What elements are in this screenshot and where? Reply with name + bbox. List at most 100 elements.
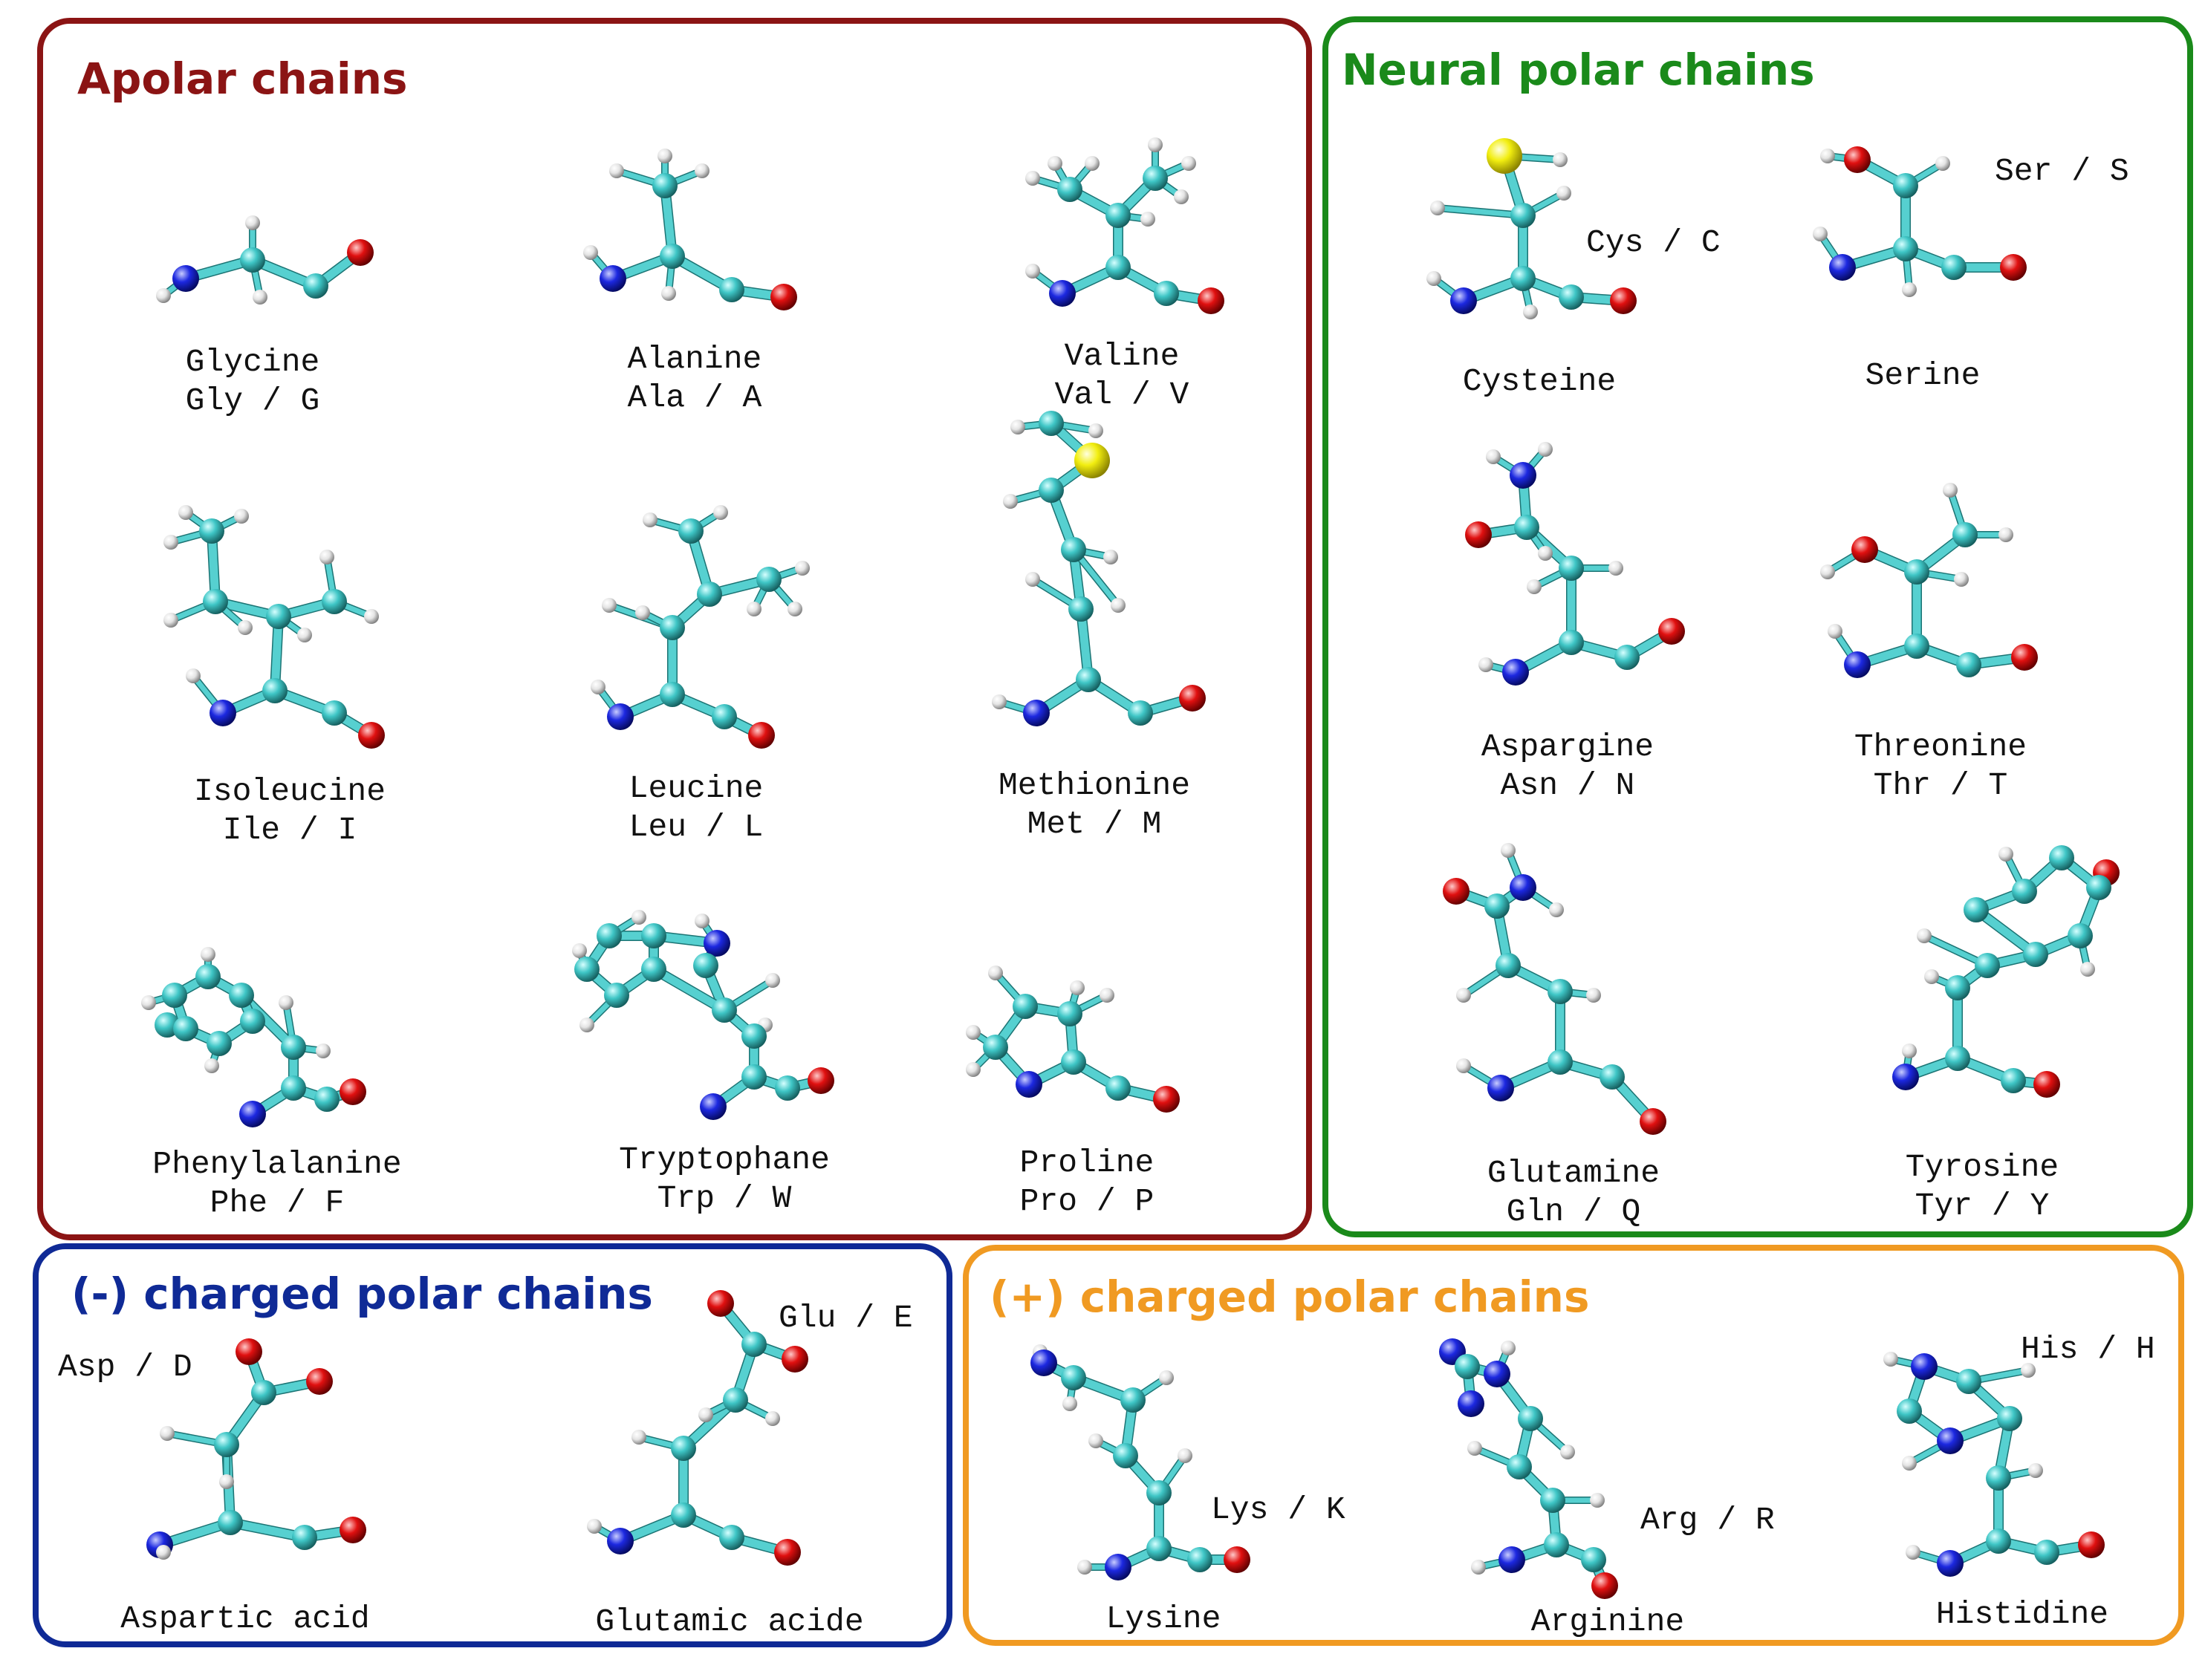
- tryptophane-nitrogen-atom: [704, 930, 730, 957]
- cysteine-nitrogen-atom: [1450, 287, 1477, 314]
- glutamic-acide-carbon-atom: [741, 1332, 767, 1357]
- glutamine-oxygen-atom: [1640, 1108, 1666, 1135]
- leucine-name: Leucine: [629, 770, 764, 807]
- leucine-hydrogen-atom: [591, 680, 605, 694]
- alanine-hydrogen-atom: [583, 245, 598, 260]
- valine-name: Valine: [1064, 338, 1180, 374]
- aspartic-acid-label: Aspartic acid: [120, 1600, 369, 1638]
- threonine-oxygen-atom: [1851, 536, 1878, 563]
- aspargine-hydrogen-atom: [1608, 561, 1623, 576]
- aspartic-acid-molecule-diagram: [146, 1338, 366, 1560]
- phenylalanine-hydrogen-atom: [204, 1058, 219, 1073]
- tyrosine-carbon-atom: [1945, 975, 1970, 1000]
- aspargine-carbon-atom: [1514, 515, 1539, 540]
- glutamic-acide-name: Glutamic acide: [595, 1604, 864, 1640]
- glutamic-acide-carbon-atom: [719, 1525, 744, 1550]
- aspargine-oxygen-atom: [1658, 618, 1685, 645]
- tryptophane-nitrogen-atom: [700, 1093, 727, 1120]
- histidine-carbon-atom: [1956, 1369, 1981, 1394]
- histidine-hydrogen-atom: [2028, 1463, 2043, 1478]
- serine-carbon-atom: [1941, 255, 1967, 280]
- methionine-hydrogen-atom: [1003, 494, 1018, 509]
- cysteine-oxygen-atom: [1610, 287, 1637, 314]
- tyrosine-hydrogen-atom: [2080, 962, 2095, 977]
- arginine-code: Arg / R: [1640, 1502, 1775, 1538]
- glutamine-molecule-diagram: [1443, 843, 1666, 1135]
- glycine-molecule-diagram: [156, 215, 374, 305]
- tryptophane-bond: [649, 965, 729, 1015]
- histidine-hydrogen-atom: [1883, 1352, 1898, 1367]
- alanine-hydrogen-atom: [661, 286, 676, 301]
- serine-nitrogen-atom: [1829, 254, 1856, 281]
- methionine-carbon-atom: [1039, 478, 1064, 503]
- cysteine-hydrogen-atom: [1523, 305, 1538, 319]
- tyrosine-carbon-atom: [2086, 875, 2111, 900]
- proline-carbon-atom: [983, 1035, 1008, 1060]
- valine-hydrogen-atom: [1048, 156, 1062, 171]
- isoleucine-carbon-atom: [203, 589, 228, 614]
- isoleucine-hydrogen-atom: [163, 535, 178, 550]
- arginine-nitrogen-atom: [1458, 1390, 1484, 1417]
- methionine-sulfur-atom: [1074, 443, 1110, 478]
- positive-polar-panel: [963, 1245, 2184, 1646]
- cysteine-carbon-atom: [1510, 203, 1536, 228]
- tyrosine-carbon-atom: [2012, 879, 2037, 904]
- leucine-molecule-diagram: [591, 505, 810, 749]
- isoleucine-hydrogen-atom: [186, 668, 201, 683]
- arginine-hydrogen-atom: [1467, 1441, 1482, 1456]
- cysteine-carbon-atom: [1510, 266, 1536, 291]
- tryptophane-molecule-diagram: [572, 910, 834, 1120]
- methionine-oxygen-atom: [1179, 685, 1206, 712]
- histidine-label: Histidine: [1936, 1595, 2108, 1634]
- methionine-carbon-atom: [1068, 596, 1094, 622]
- histidine-nitrogen-atom: [1937, 1550, 1964, 1577]
- tyrosine-oxygen-atom: [2033, 1071, 2060, 1098]
- valine-hydrogen-atom: [1025, 171, 1040, 186]
- tyrosine-hydrogen-atom: [1917, 928, 1932, 943]
- leucine-carbon-atom: [660, 615, 685, 640]
- tryptophane-name: Tryptophane: [619, 1142, 830, 1178]
- valine-code: Val / V: [1054, 377, 1189, 413]
- phenylalanine-hydrogen-atom: [279, 995, 293, 1010]
- tryptophane-code: Trp / W: [657, 1180, 792, 1217]
- tryptophane-carbon-atom: [604, 983, 629, 1008]
- aspargine-hydrogen-atom: [1538, 546, 1553, 561]
- cysteine-name: Cysteine: [1462, 363, 1617, 400]
- valine-carbon-atom: [1105, 255, 1131, 280]
- serine-carbon-atom: [1893, 236, 1918, 261]
- aspargine-name: Aspargine: [1481, 729, 1654, 765]
- isoleucine-carbon-atom: [322, 700, 347, 726]
- glutamic-acide-carbon-atom: [671, 1502, 696, 1528]
- cysteine-hydrogen-atom: [1553, 152, 1568, 167]
- glutamic-acide-hydrogen-atom: [587, 1519, 602, 1534]
- tyrosine-carbon-atom: [2068, 923, 2093, 948]
- tyrosine-hydrogen-atom: [1902, 1044, 1917, 1058]
- tyrosine-label: Tyrosine Tyr / Y: [1906, 1148, 2059, 1225]
- aspargine-hydrogen-atom: [1478, 657, 1493, 672]
- threonine-oxygen-atom: [2011, 644, 2038, 671]
- lysine-carbon-atom: [1187, 1547, 1212, 1572]
- lysine-carbon-atom: [1113, 1443, 1138, 1468]
- aspargine-carbon-atom: [1614, 645, 1640, 670]
- threonine-carbon-atom: [1904, 634, 1929, 659]
- valine-label: Valine Val / V: [1055, 337, 1189, 414]
- aspartic-acid-hydrogen-atom: [160, 1426, 175, 1441]
- isoleucine-carbon-atom: [199, 518, 224, 544]
- proline-carbon-atom: [1061, 1049, 1086, 1075]
- threonine-molecule-diagram: [1820, 483, 2038, 678]
- glutamic-acide-carbon-atom: [671, 1436, 696, 1461]
- alanine-label: Alanine Ala / A: [628, 340, 762, 417]
- aspargine-oxygen-atom: [1465, 521, 1492, 548]
- aspargine-carbon-atom: [1559, 630, 1584, 655]
- aspargine-hydrogen-atom: [1486, 449, 1501, 464]
- proline-code: Pro / P: [1019, 1183, 1155, 1220]
- phenylalanine-code: Phe / F: [210, 1185, 345, 1221]
- tyrosine-molecule-diagram: [1892, 845, 2120, 1098]
- valine-molecule-diagram: [1025, 137, 1224, 314]
- leucine-hydrogen-atom: [602, 598, 617, 613]
- phenylalanine-hydrogen-atom: [201, 947, 215, 962]
- phenylalanine-name: Phenylalanine: [152, 1146, 402, 1182]
- methionine-carbon-atom: [1128, 700, 1153, 726]
- isoleucine-code: Ile / I: [222, 812, 357, 848]
- arginine-nitrogen-atom: [1484, 1361, 1510, 1387]
